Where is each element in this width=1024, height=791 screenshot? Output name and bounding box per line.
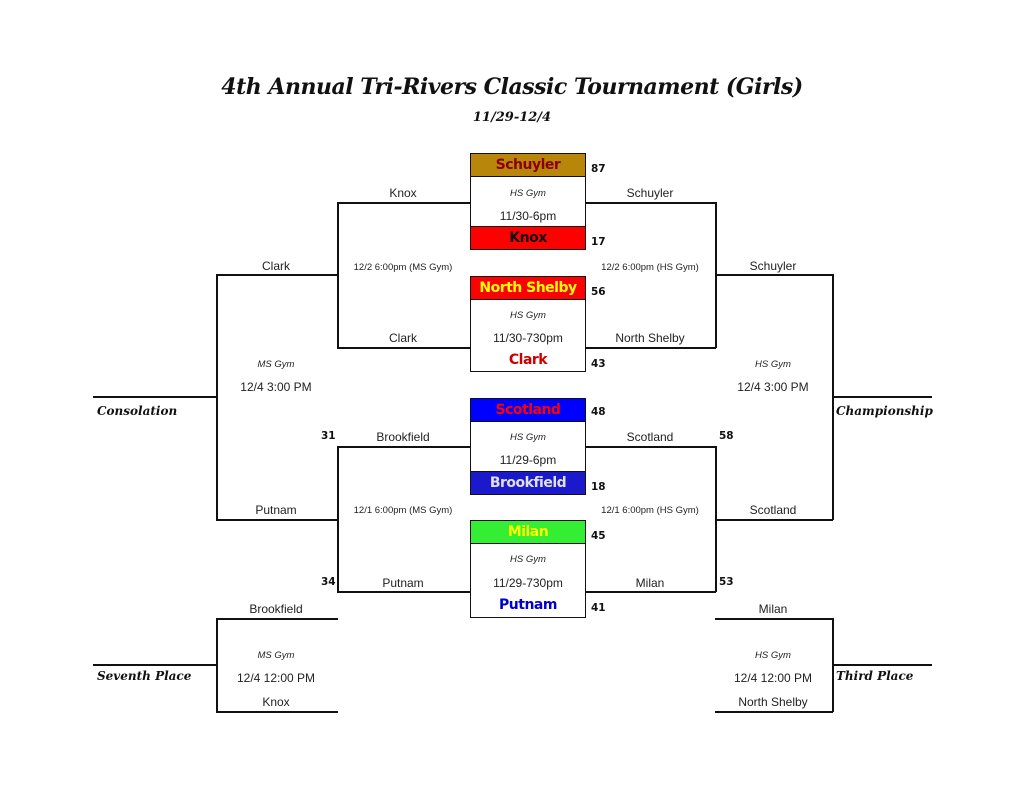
game-3-time: 11/29-6pm (499, 453, 557, 467)
seventh-time: 12/4 12:00 PM (236, 671, 316, 685)
score-putnam: 41 (591, 602, 606, 614)
seventh-bottom-team: Knox (262, 695, 290, 709)
team-milan: Milan (470, 520, 586, 544)
consolation-gym: MS Gym (257, 359, 295, 370)
team-north-shelby: North Shelby (470, 276, 586, 300)
third-place-label: Third Place (836, 669, 914, 683)
third-top-team: Milan (758, 602, 788, 616)
score-scotland: 48 (591, 406, 606, 418)
score-brookfield: 18 (591, 481, 606, 493)
tournament-dates: 11/29-12/4 (472, 110, 552, 125)
team-putnam: Putnam (499, 597, 557, 613)
game-2-time: 11/30-730pm (493, 331, 563, 345)
seventh-gym: MS Gym (257, 650, 295, 661)
score-semi-putnam: 34 (321, 576, 336, 588)
game-3-gym: HS Gym (510, 432, 546, 443)
seventh-top-team: Brookfield (249, 602, 303, 616)
game-2-winner-label: North Shelby (615, 331, 685, 345)
score-milan: 45 (591, 530, 606, 542)
seventh-place-label: Seventh Place (97, 669, 192, 683)
game-1-winner-label: Schuyler (626, 186, 674, 200)
team-scotland: Scotland (470, 398, 586, 422)
game-1-time: 11/30-6pm (499, 209, 557, 223)
game-1-loser-label: Knox (389, 186, 417, 200)
game-2-loser-label: Clark (388, 331, 417, 345)
game-4-loser-label: Putnam (382, 576, 424, 590)
third-time: 12/4 12:00 PM (733, 671, 813, 685)
team-knox: Knox (470, 226, 586, 250)
score-semi-brookfield: 31 (321, 430, 336, 442)
consolation-bottom-team: Putnam (255, 503, 297, 517)
losers-semi-top-info: 12/2 6:00pm (MS Gym) (353, 262, 453, 273)
game-1-gym: HS Gym (510, 188, 546, 199)
game-3-loser-label: Brookfield (376, 430, 430, 444)
game-4-time: 11/29-730pm (493, 576, 563, 590)
third-bottom-team: North Shelby (738, 695, 808, 709)
game-4-gym: HS Gym (510, 554, 546, 565)
consolation-top-team: Clark (261, 259, 290, 273)
score-clark: 43 (591, 358, 606, 370)
score-semi-milan: 53 (719, 576, 734, 588)
championship-top-team: Schuyler (749, 259, 797, 273)
score-schuyler: 87 (591, 163, 606, 175)
score-knox: 17 (591, 236, 606, 248)
championship-label: Championship (836, 404, 933, 418)
team-schuyler: Schuyler (470, 153, 586, 177)
championship-time: 12/4 3:00 PM (737, 380, 809, 394)
losers-semi-bottom-info: 12/1 6:00pm (MS Gym) (353, 505, 453, 516)
consolation-time: 12/4 3:00 PM (240, 380, 312, 394)
third-gym: HS Gym (755, 650, 791, 661)
winners-semi-top-info: 12/2 6:00pm (HS Gym) (601, 262, 699, 273)
page-title: 4th Annual Tri-Rivers Classic Tournament… (221, 74, 803, 100)
score-semi-scotland: 58 (719, 430, 734, 442)
winners-semi-bottom-info: 12/1 6:00pm (HS Gym) (601, 505, 699, 516)
championship-gym: HS Gym (755, 359, 791, 370)
game-3-winner-label: Scotland (626, 430, 674, 444)
team-brookfield: Brookfield (470, 471, 586, 495)
team-clark: Clark (508, 352, 548, 368)
score-north-shelby: 56 (591, 286, 606, 298)
game-2-gym: HS Gym (510, 310, 546, 321)
consolation-label: Consolation (97, 404, 178, 418)
championship-bottom-team: Scotland (749, 503, 797, 517)
game-4-winner-label: Milan (635, 576, 665, 590)
